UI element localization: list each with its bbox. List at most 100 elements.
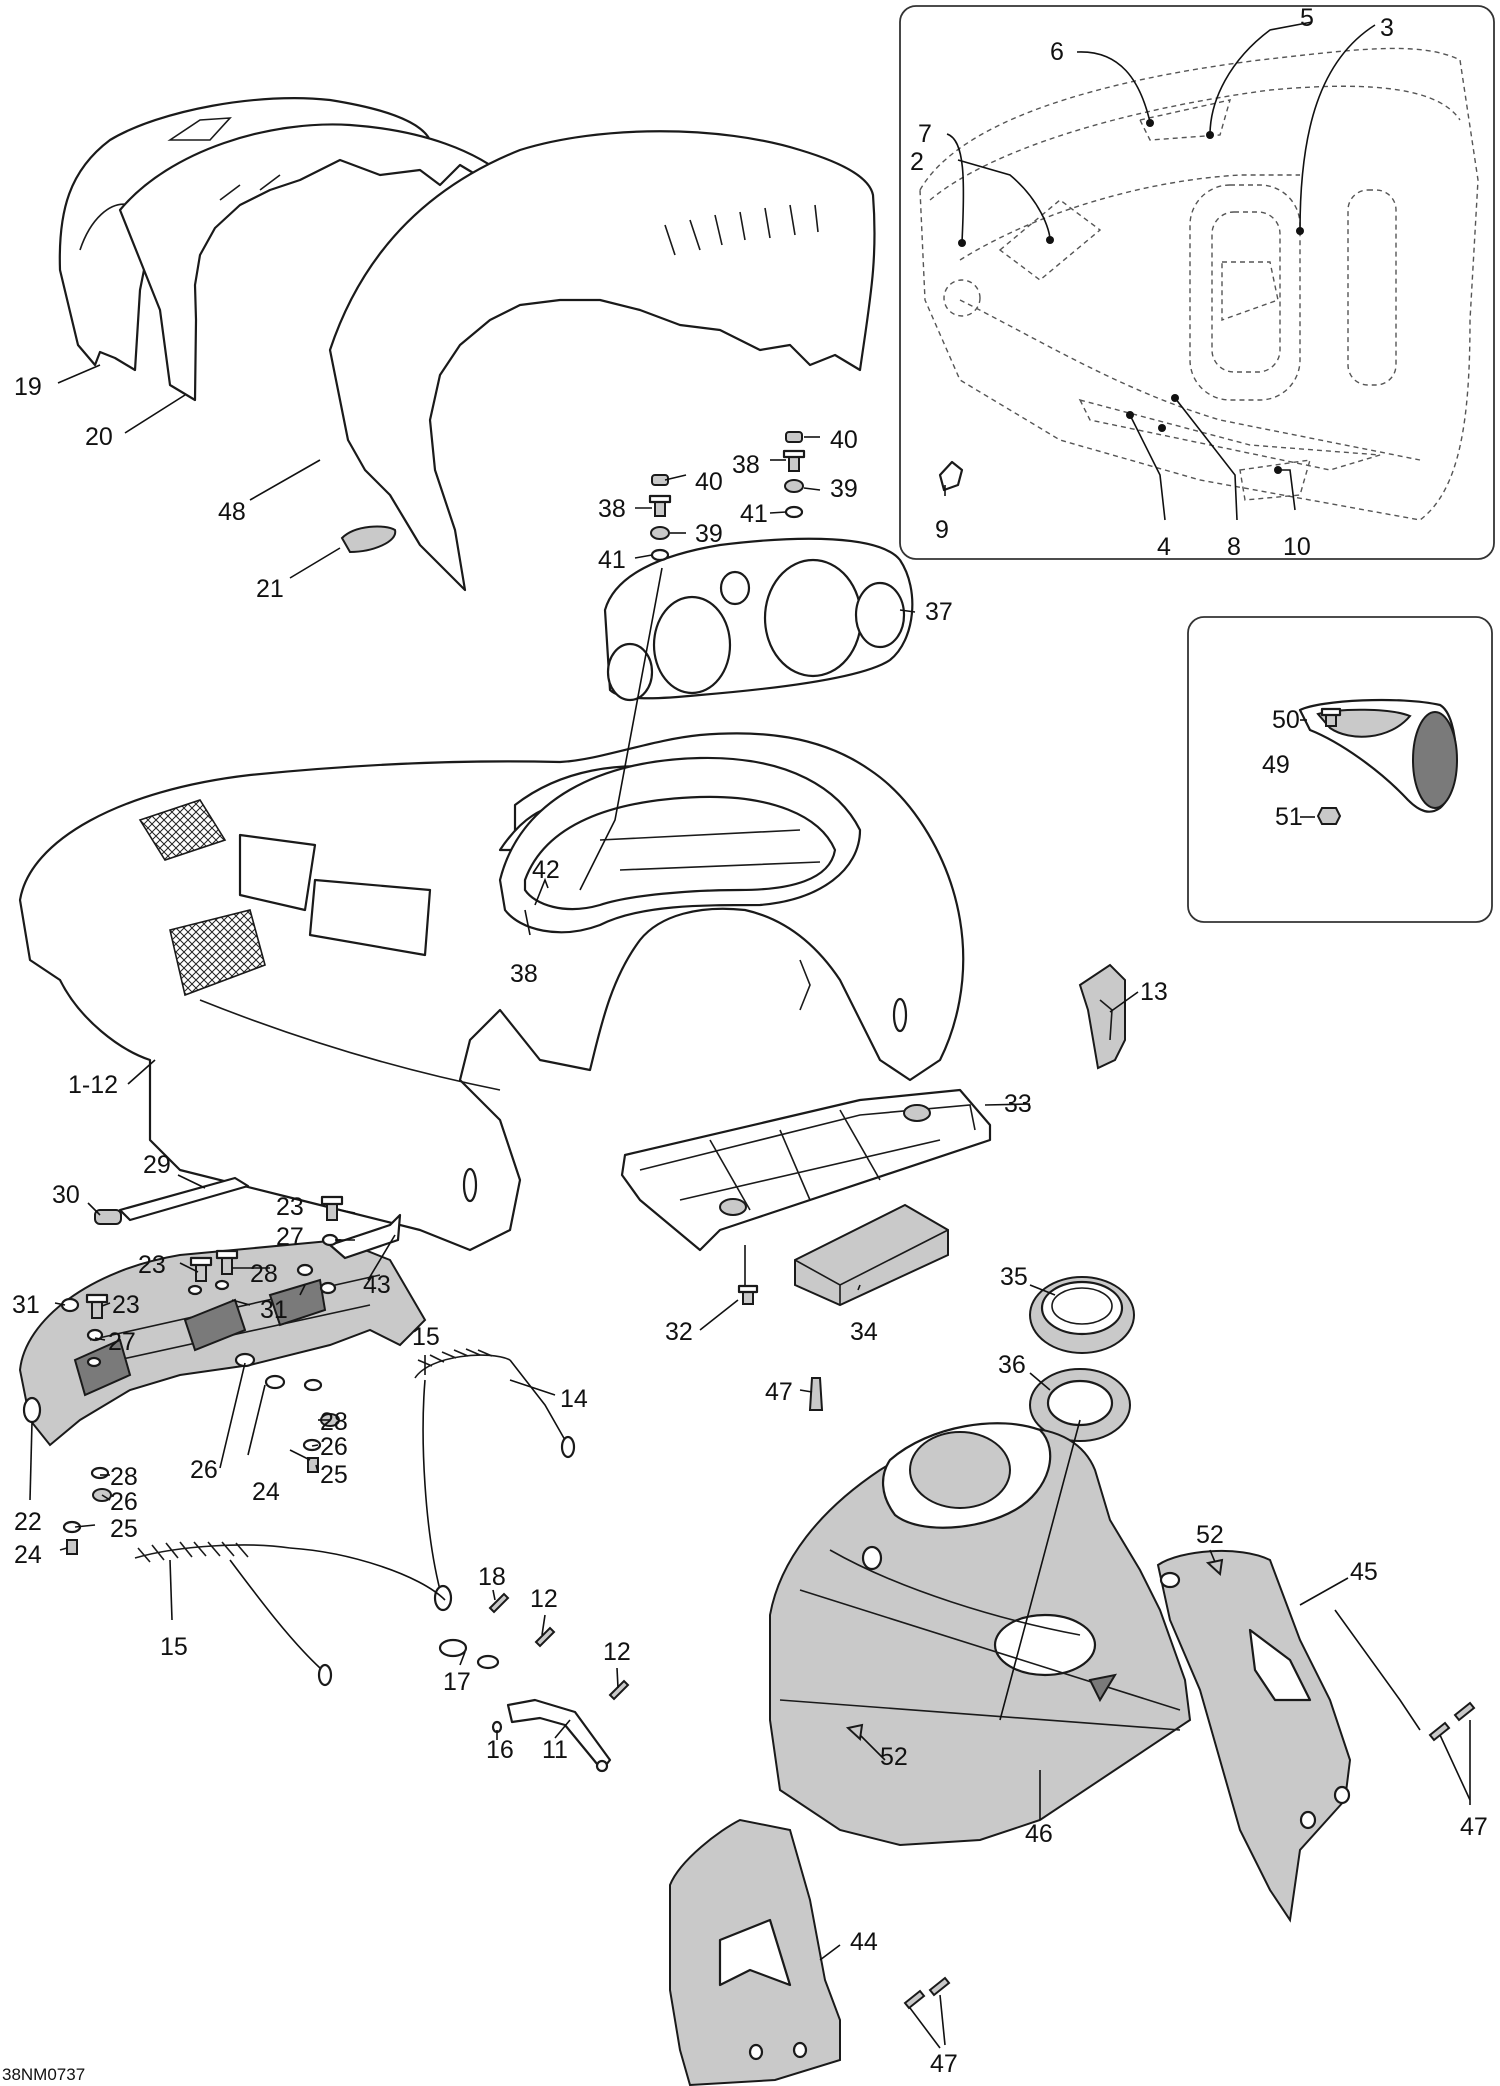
bracket-part-13	[1078, 963, 1126, 1070]
bracket-part-43	[328, 1213, 402, 1260]
callout-52a: 52	[1196, 1521, 1224, 1549]
callout-40a: 40	[830, 426, 858, 454]
callout-23a: 23	[276, 1193, 304, 1221]
callout-37: 37	[925, 598, 953, 626]
callout-24b: 24	[14, 1541, 42, 1569]
callout-11: 11	[542, 1736, 568, 1764]
console-part-46	[769, 1422, 1192, 1847]
callout-12b: 12	[603, 1638, 631, 1666]
callout-51: 51	[1275, 803, 1303, 831]
sleeve-part-30	[94, 1209, 122, 1225]
rivets-12	[534, 1626, 630, 1701]
callout-26c: 26	[110, 1488, 138, 1516]
callout-25b: 25	[110, 1515, 138, 1543]
callout-39b: 39	[695, 520, 723, 548]
storage-tray-part-33	[620, 1088, 992, 1252]
callout-9: 9	[935, 516, 949, 544]
callout-49: 49	[1262, 751, 1290, 779]
storage-box-part-34	[794, 1203, 949, 1307]
callout-27a: 27	[276, 1223, 304, 1251]
callout-42: 42	[532, 856, 560, 884]
ring-part-17	[438, 1638, 500, 1670]
grab-handle-part-49	[1298, 698, 1458, 813]
callout-46: 46	[1025, 1820, 1053, 1848]
body-shell-part-1-12	[18, 732, 965, 1252]
decal-markers	[958, 119, 1304, 474]
clip-part-21	[340, 525, 397, 554]
callout-41b: 41	[598, 546, 626, 574]
rivets-52	[845, 1558, 1224, 1742]
callout-1-12: 1-12	[68, 1071, 118, 1099]
callout-48: 48	[218, 498, 246, 526]
callout-32: 32	[665, 1318, 693, 1346]
tether-cable-part-15	[134, 1541, 446, 1687]
callout-12a: 12	[530, 1585, 558, 1613]
callout-18: 18	[478, 1563, 506, 1591]
callout-38b: 38	[598, 495, 626, 523]
callout-13: 13	[1140, 978, 1168, 1006]
callout-22: 22	[14, 1508, 42, 1536]
diagram-code: 38NM0737	[2, 2065, 85, 2084]
callout-29: 29	[143, 1151, 171, 1179]
gasket-part-36	[1029, 1368, 1131, 1442]
hardware-stack-right	[782, 431, 806, 519]
callout-43: 43	[363, 1271, 391, 1299]
callout-52b: 52	[880, 1743, 908, 1771]
callout-7: 7	[918, 120, 932, 148]
lever-part-11	[506, 1698, 612, 1773]
callout-38c: 38	[510, 960, 538, 988]
pin-part-18	[488, 1592, 510, 1614]
screw-part-32	[737, 1284, 759, 1305]
callout-2: 2	[910, 148, 924, 176]
callout-47b: 47	[1460, 1813, 1488, 1841]
hardware-stack-left	[648, 474, 672, 562]
callout-40b: 40	[695, 468, 723, 496]
screw-part-50	[1320, 707, 1342, 727]
callout-15a: 15	[412, 1323, 440, 1351]
nut-part-51	[1316, 807, 1342, 825]
callout-33: 33	[1004, 1090, 1032, 1118]
decal-inset-body	[919, 47, 1479, 521]
callout-47c: 47	[930, 2050, 958, 2078]
callout-25a: 25	[320, 1461, 348, 1489]
leader-lines	[29, 21, 1471, 2049]
callout-45: 45	[1350, 1558, 1378, 1586]
callout-10: 10	[1283, 533, 1311, 561]
tether-cable-part-14	[414, 1348, 576, 1612]
callout-39a: 39	[830, 475, 858, 503]
callout-41a: 41	[740, 500, 768, 528]
callout-28a: 28	[250, 1260, 278, 1288]
callout-31b: 31	[260, 1296, 288, 1324]
callout-50: 50	[1272, 706, 1300, 734]
side-panel-part-45	[1156, 1550, 1352, 1923]
callout-26a: 26	[320, 1433, 348, 1461]
callout-15b: 15	[160, 1633, 188, 1661]
callout-5: 5	[1300, 4, 1314, 32]
callout-17: 17	[443, 1668, 471, 1696]
callout-38a: 38	[732, 451, 760, 479]
callout-labels: 5 3 6 7 2 9 4 8 10 50 49 51 19 20 48 21 …	[2, 4, 1488, 2084]
callout-6: 6	[1050, 38, 1064, 66]
callout-20: 20	[85, 423, 113, 451]
callout-3: 3	[1380, 14, 1394, 42]
callout-35: 35	[1000, 1263, 1028, 1291]
rod-part-29	[118, 1176, 250, 1222]
callout-23b: 23	[138, 1251, 166, 1279]
callout-14: 14	[560, 1385, 588, 1413]
callout-24a: 24	[252, 1478, 280, 1506]
callout-19: 19	[14, 373, 42, 401]
fill-ring-part-35	[1029, 1276, 1135, 1354]
handle-inset-frame	[1187, 616, 1493, 923]
callout-26b: 26	[190, 1456, 218, 1484]
panel-part-48	[328, 130, 876, 592]
callout-36: 36	[998, 1351, 1026, 1379]
callout-4: 4	[1157, 533, 1171, 561]
callout-30: 30	[52, 1181, 80, 1209]
rivets-47	[808, 1377, 1476, 2010]
callout-16: 16	[486, 1736, 514, 1764]
callout-28c: 28	[110, 1463, 138, 1491]
washers-nuts-hinge	[60, 1233, 340, 1555]
decal-inset-frame	[899, 5, 1495, 560]
side-panel-part-44	[669, 1818, 841, 2086]
